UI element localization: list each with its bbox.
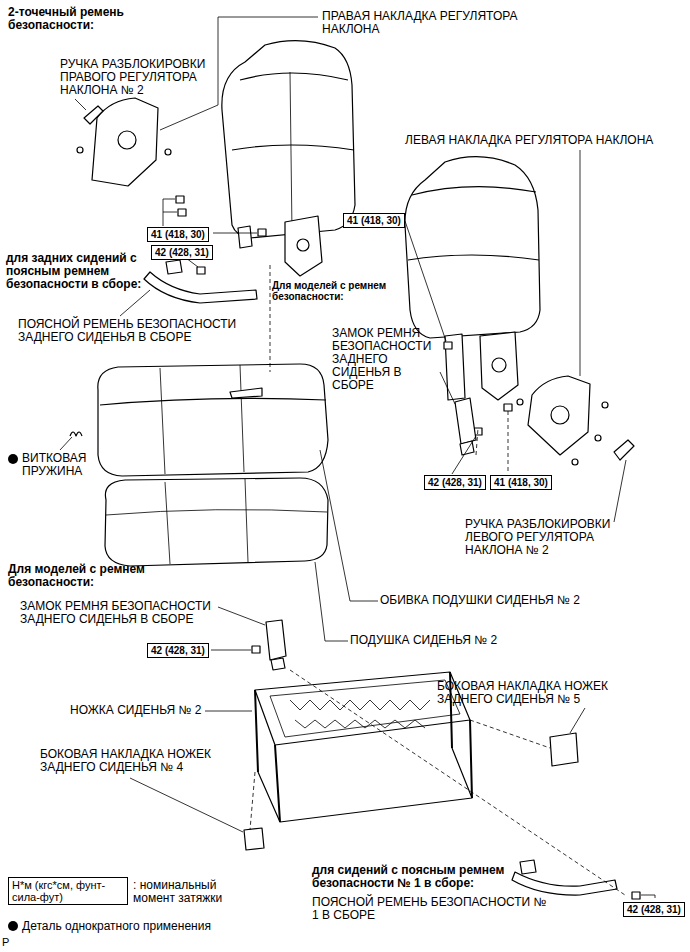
torque-value: 42 (428, 31) <box>627 904 681 915</box>
part-label: P <box>2 936 22 948</box>
part-label: БОКОВАЯ НАКЛАДКА НОЖЕК ЗАДНЕГО СИДЕНЬЯ №… <box>437 680 657 706</box>
torque-box: 42 (428, 31) <box>424 475 486 490</box>
part-label: ПОЯСНОЙ РЕМЕНЬ БЕЗОПАСНОСТИ № 1 В СБОРЕ <box>312 896 552 922</box>
condition-note: 2-точечный ремень безопасности: <box>8 6 143 32</box>
part-label: БОКОВАЯ НАКЛАДКА НОЖЕК ЗАДНЕГО СИДЕНЬЯ №… <box>40 748 240 774</box>
part-label: ЗАМОК РЕМНЯ БЕЗОПАСНОСТИ ЗАДНЕГО СИДЕНЬЯ… <box>332 327 440 392</box>
torque-box: 41 (418, 30) <box>343 213 405 228</box>
condition-note: для задних сидений с поясным ремнем безо… <box>6 252 146 291</box>
torque-value: 41 (418, 30) <box>151 229 205 240</box>
part-label: ВИТКОВАЯ ПРУЖИНА <box>22 452 117 478</box>
part-label: НОЖКА СИДЕНЬЯ № 2 <box>70 704 202 717</box>
part-label: РУЧКА РАЗБЛОКИРОВКИ ЛЕВОГО РЕГУЛЯТОРА НА… <box>465 518 625 557</box>
torque-value: 41 (418, 30) <box>494 477 548 488</box>
part-label: ОБИВКА ПОДУШКИ СИДЕНЬЯ № 2 <box>380 594 630 607</box>
torque-value: Н*м (кгс*см, фунт-сила-фут) <box>12 879 124 903</box>
torque-box: 42 (428, 31) <box>147 643 209 658</box>
torque-value: 42 (428, 31) <box>151 645 205 656</box>
part-label: РУЧКА РАЗБЛОКИРОВКИ ПРАВОГО РЕГУЛЯТОРА Н… <box>60 58 212 97</box>
part-label: ПОДУШКА СИДЕНЬЯ № 2 <box>350 634 530 647</box>
part-label: ПРАВАЯ НАКЛАДКА РЕГУЛЯТОРА НАКЛОНА <box>322 10 522 36</box>
legend-text: : номинальный момент затяжки <box>133 879 243 905</box>
legend-text: Деталь однократного применения <box>22 920 272 933</box>
torque-box: 42 (428, 31) <box>151 245 213 260</box>
legend-unit-box: Н*м (кгс*см, фунт-сила-фут) <box>8 877 128 905</box>
condition-note: Для моделей с ремнем безопасности: <box>272 280 412 302</box>
torque-box: 42 (428, 31) <box>623 902 685 917</box>
part-label: ЗАМОК РЕМНЯ БЕЗОПАСНОСТИ ЗАДНЕГО СИДЕНЬЯ… <box>20 600 255 626</box>
condition-note: для сидений с поясным ремнем безопасност… <box>312 864 562 890</box>
torque-box: 41 (418, 30) <box>147 227 209 242</box>
torque-box: 41 (418, 30) <box>490 475 552 490</box>
torque-value: 42 (428, 31) <box>428 477 482 488</box>
part-label: ЛЕВАЯ НАКЛАДКА РЕГУЛЯТОРА НАКЛОНА <box>405 134 685 147</box>
torque-value: 42 (428, 31) <box>155 247 209 258</box>
part-label: ПОЯСНОЙ РЕМЕНЬ БЕЗОПАСНОСТИ ЗАДНЕГО СИДЕ… <box>18 318 258 344</box>
torque-value: 41 (418, 30) <box>347 215 401 226</box>
condition-note: Для моделей с ремнем безопасности: <box>8 563 188 589</box>
